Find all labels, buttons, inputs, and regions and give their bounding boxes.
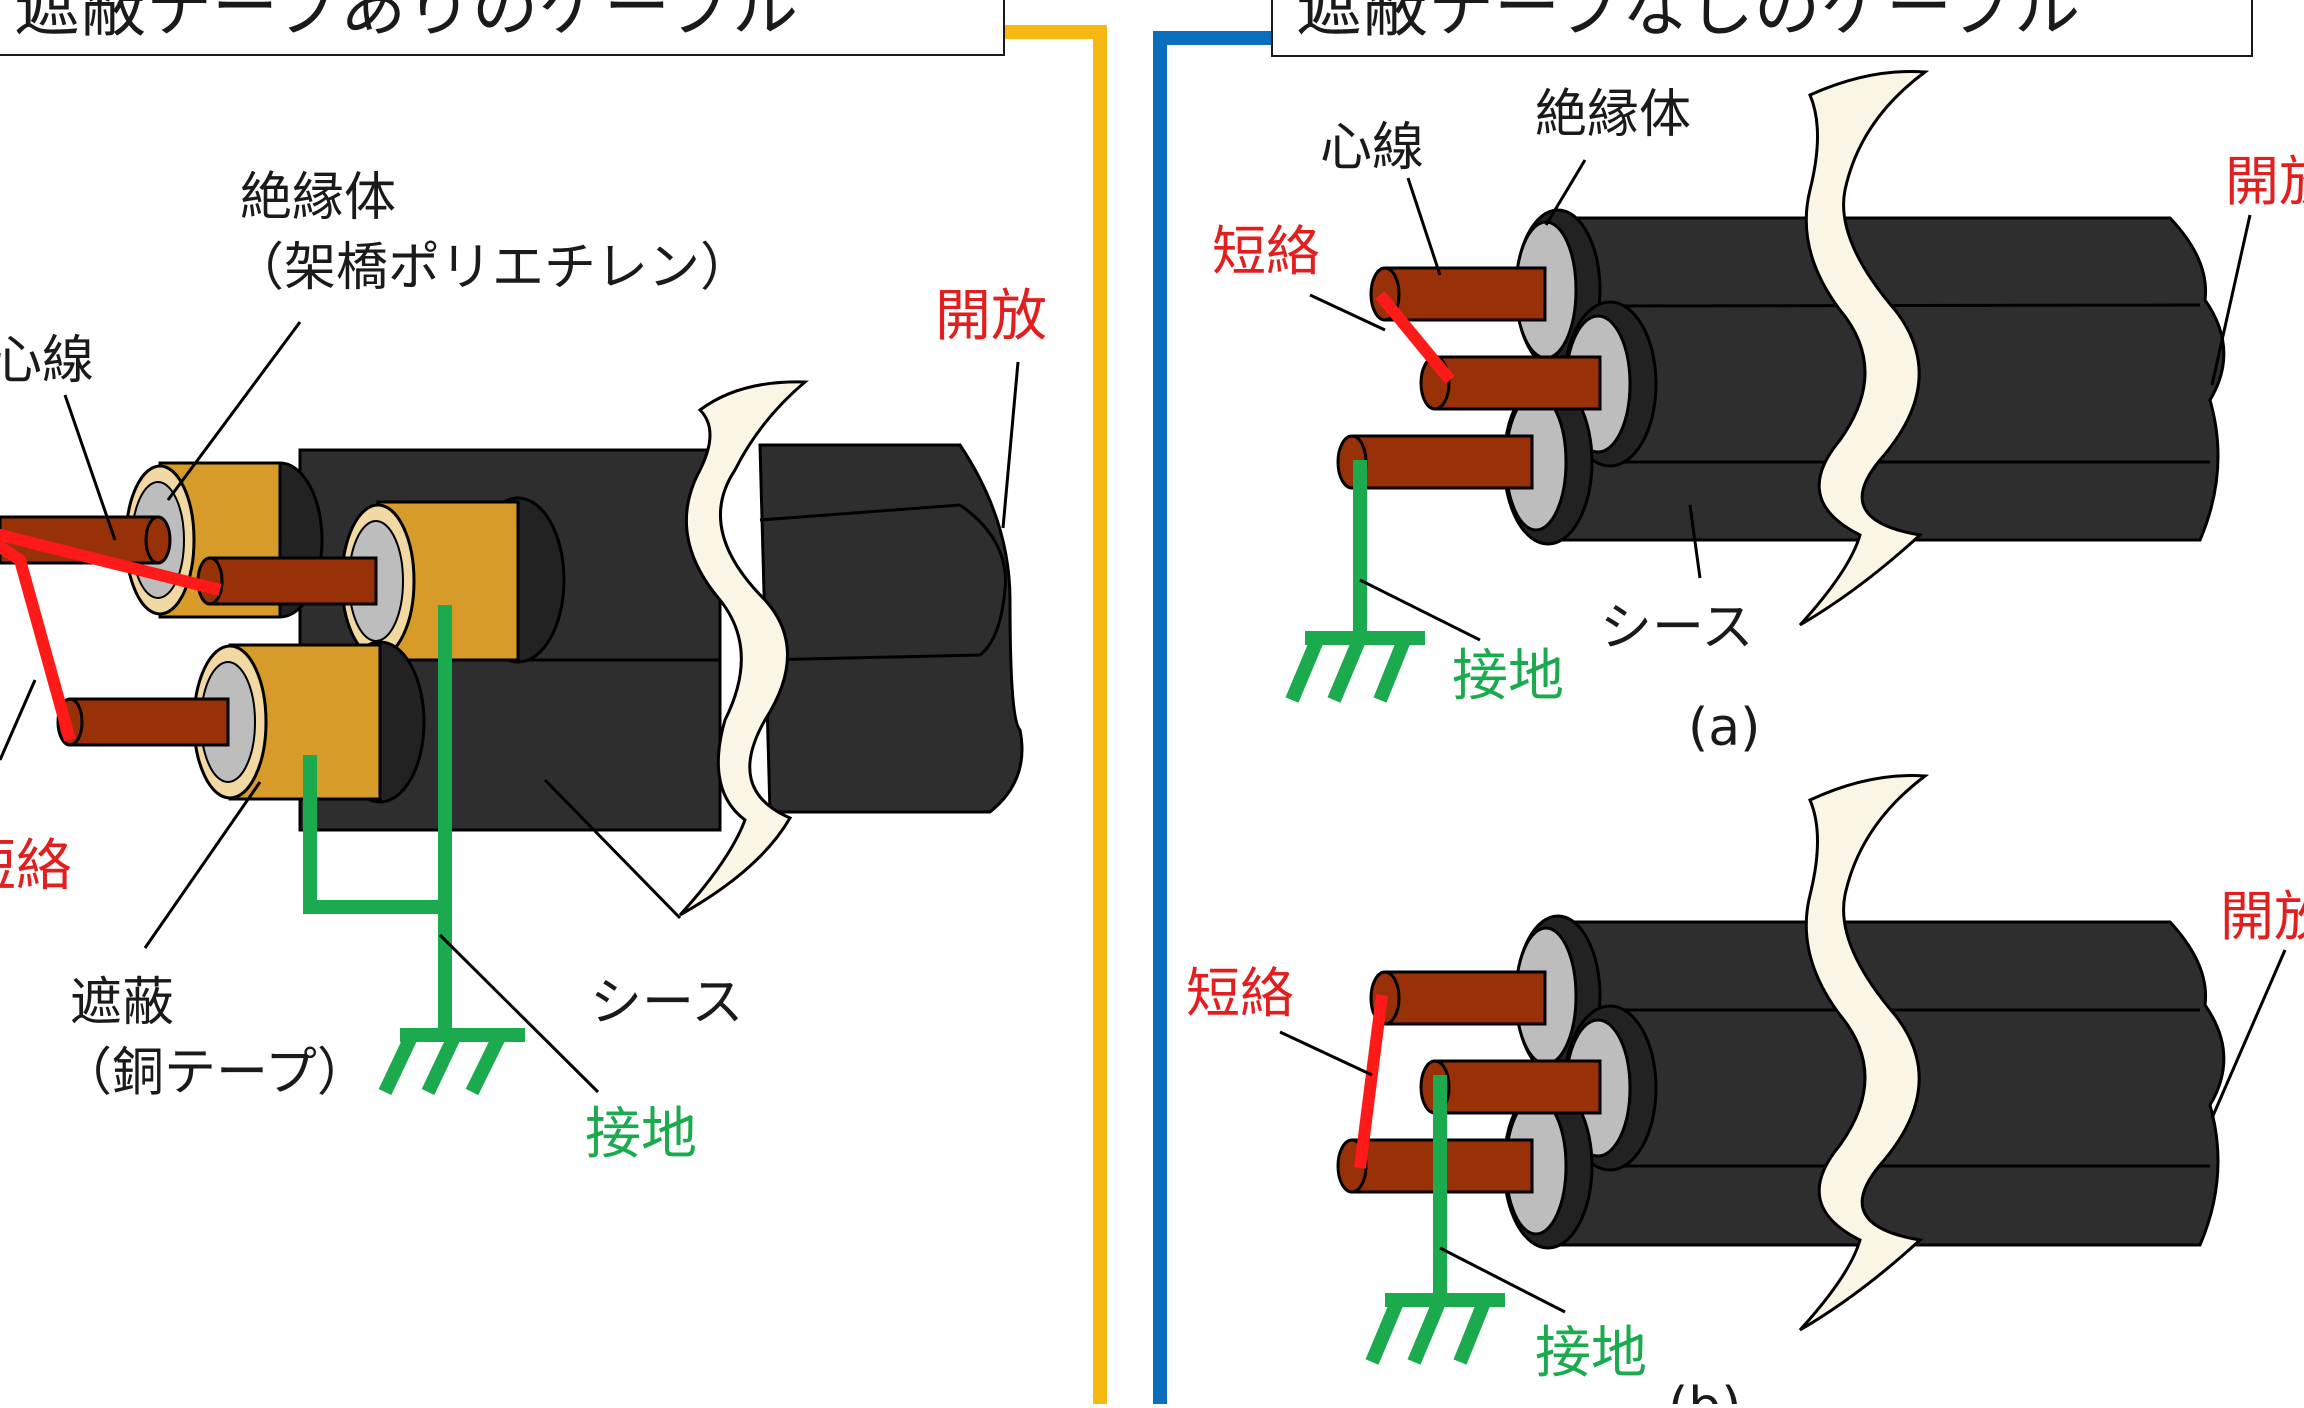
core-middle [208,556,378,606]
label-shield: 遮蔽 [70,973,174,1033]
core-b-middle [1433,1059,1602,1115]
label-b-ground: 接地 [1535,1321,1647,1386]
break-mark-b [1798,774,1930,1332]
break-mark [678,380,809,917]
sheath-section-2 [758,443,1024,814]
label-a-ground: 接地 [1452,644,1564,709]
right-diagram-b: 短絡 開放 接地 (b) [1186,774,2304,1404]
right-panel-title: 遮蔽テープなしのケーブル [1296,0,2080,46]
sheath-seam-1 [759,503,961,522]
right-panel-frame: 遮蔽テープなしのケーブル [1153,0,2253,1404]
label-a-core: 心線 [1320,118,1424,178]
ground-symbol-b [1365,1293,1505,1365]
ground-symbol-left [378,1028,525,1096]
left-panel-title-box [0,0,1005,56]
core-lower [68,697,230,747]
ground-symbol-a [1285,631,1425,703]
core-b-upper [1383,970,1547,1026]
leader-lines-b [1279,949,2287,1314]
short-wire-b [1354,994,1388,1169]
break-mark-a [1798,70,1930,627]
label-shield-sub: （銅テープ） [60,1043,369,1103]
label-sheath: シース [590,973,743,1033]
label-core: 心線 [0,331,94,391]
ground-wire [303,605,452,914]
leader-lines-left [0,321,1020,1094]
sheath-end-curve [959,503,1007,657]
caption-a: (a) [1688,698,1760,758]
caption-b: (b) [1668,1377,1742,1404]
core-a-upper [1383,266,1547,322]
core-upper-end [144,515,172,565]
label-a-insulator: 絶縁体 [1535,85,1691,145]
left-panel-border [1000,25,1107,1404]
right-panel-border [1153,31,1278,1404]
label-a-sheath: シース [1600,598,1753,658]
right-panel-title-box [1271,0,2253,57]
label-a-short: 短絡 [1212,220,1320,283]
label-insulator: 絶縁体 [240,168,396,228]
label-open: 開放 [935,284,1047,349]
right-diagram-a: 心線 絶縁体 開放 短絡 シース 接地 (a) [1212,70,2304,758]
short-wire-a [1375,291,1455,384]
sheath-a-seam-1 [1599,303,2201,308]
label-b-open: 開放 [2220,885,2304,948]
core-a-lower [1350,434,1534,490]
left-panel-title: 遮蔽テープありのケーブル [14,0,798,46]
left-panel-frame: 遮蔽テープありのケーブル [0,0,1107,1404]
label-a-open: 開放 [2225,150,2304,213]
left-diagram: 絶縁体 （架橋ポリエチレン） 心線 開放 短絡 遮蔽 （銅テープ） シース 接地 [0,168,1047,1167]
label-short: 短絡 [0,834,72,899]
leader-lines-a [1309,159,2252,642]
label-b-short: 短絡 [1186,962,1294,1025]
core-a-middle [1433,355,1602,411]
label-ground: 接地 [585,1102,697,1167]
short-wire [0,529,222,742]
sheath-seam-2 [759,653,981,662]
label-insulator-sub: （架橋ポリエチレン） [232,238,752,298]
